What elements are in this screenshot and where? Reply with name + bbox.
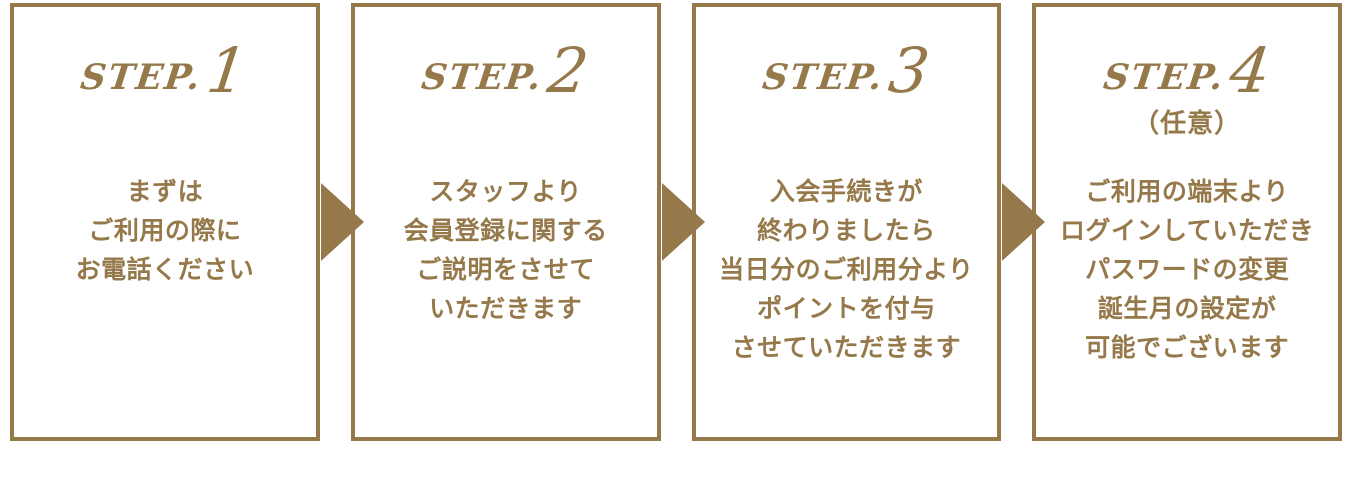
step-number: 3 — [884, 34, 934, 107]
step-description-line: ご説明をさせて — [416, 255, 595, 284]
arrow-gap — [320, 3, 364, 441]
step-description-line: スタッフより — [429, 177, 582, 206]
right-arrow-icon — [1002, 183, 1046, 261]
step-description-line: 終わりましたら — [757, 216, 936, 245]
step-description-line: お電話ください — [75, 255, 255, 284]
step-description-line: パスワードの変更 — [1085, 255, 1290, 284]
step-description-line: 入会手続きが — [769, 177, 923, 206]
arrow-gap — [661, 3, 705, 441]
step-description-line: ポイントを付与 — [757, 294, 936, 323]
step-title: STEP.3 — [760, 34, 934, 107]
step-card-3: STEP.3 入会手続きが終わりましたら当日分のご利用分よりポイントを付与させて… — [691, 3, 1002, 441]
step-description-line: まずは — [126, 177, 204, 206]
step-label: STEP. — [78, 57, 205, 98]
step-heading: STEP.1 — [79, 34, 252, 172]
step-description-line: 会員登録に関する — [403, 216, 608, 245]
step-title: STEP.2 — [419, 34, 593, 107]
step-label: STEP. — [760, 57, 886, 98]
step-description-line: 誕生月の設定が — [1097, 294, 1277, 323]
step-label: STEP. — [419, 57, 546, 98]
step-description: まずはご利用の際にお電話ください — [76, 172, 255, 289]
step-card-4: STEP.4 （任意） ご利用の端末よりログインしていただきパスワードの変更誕生… — [1032, 3, 1342, 441]
step-description-line: ご利用の際に — [88, 216, 242, 245]
step-description: 入会手続きが終わりましたら当日分のご利用分よりポイントを付与させていただきます — [719, 172, 974, 367]
step-heading: STEP.3 — [760, 34, 933, 172]
step-number: 1 — [203, 34, 252, 107]
step-description-line: 当日分のご利用分より — [719, 255, 974, 284]
step-number: 4 — [1225, 34, 1274, 107]
step-description-line: ログインしていただき — [1059, 216, 1315, 245]
step-description: スタッフより会員登録に関するご説明をさせていただきます — [404, 172, 608, 328]
step-description-line: させていただきます — [731, 333, 962, 362]
step-card-1: STEP.1 まずはご利用の際にお電話ください — [10, 3, 320, 441]
step-title: STEP.4 — [1100, 34, 1274, 107]
step-description: ご利用の端末よりログインしていただきパスワードの変更誕生月の設定が可能でございま… — [1060, 172, 1314, 367]
arrow-gap — [1001, 3, 1046, 441]
step-description-line: ご利用の端末より — [1085, 177, 1289, 206]
right-arrow-icon — [661, 183, 705, 261]
right-arrow-icon — [320, 183, 364, 261]
step-note: （任意） — [1133, 109, 1242, 139]
steps-flow: STEP.1 まずはご利用の際にお電話ください STEP.2 スタッフより会員登… — [10, 3, 1342, 441]
step-title: STEP.1 — [78, 34, 252, 107]
step-card-2: STEP.2 スタッフより会員登録に関するご説明をさせていただきます — [350, 3, 661, 441]
step-label: STEP. — [1100, 57, 1227, 98]
step-heading: STEP.2 — [419, 34, 592, 172]
step-description-line: 可能でございます — [1085, 333, 1290, 362]
step-number: 2 — [543, 34, 593, 107]
step-heading: STEP.4 （任意） — [1101, 34, 1274, 172]
step-description-line: いただきます — [429, 294, 583, 323]
